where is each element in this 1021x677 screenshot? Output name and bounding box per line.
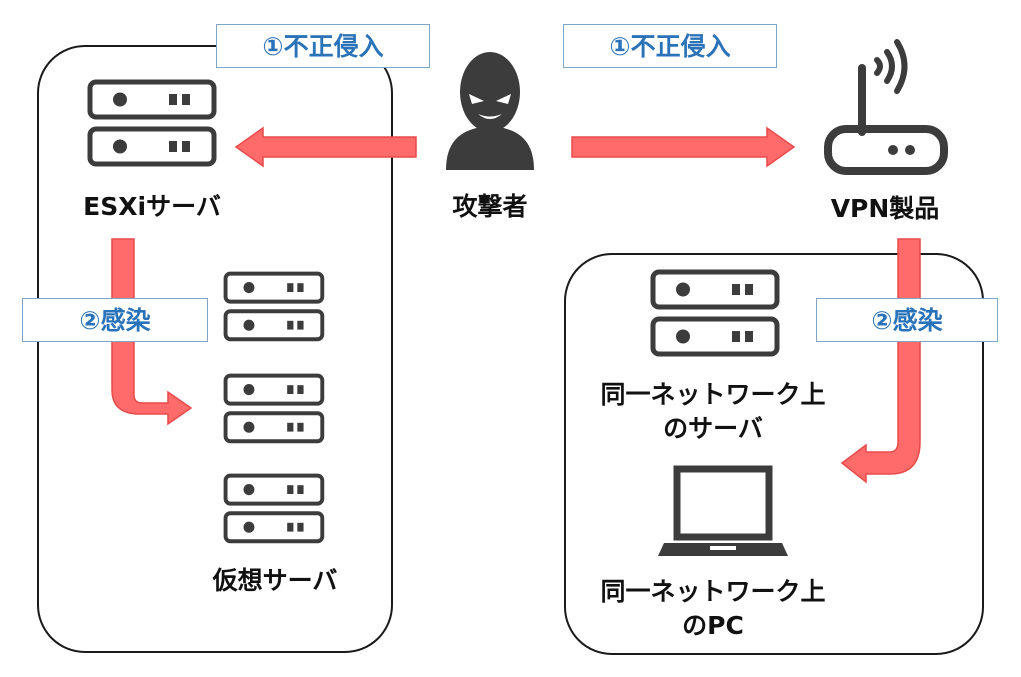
esxi-server-label: ESXiサーバ xyxy=(83,192,221,221)
router-icon xyxy=(824,39,948,175)
lan-server-label-line1: 同一ネットワーク上 xyxy=(600,380,826,409)
lan-pc-label: 同一ネットワーク上 のPC xyxy=(578,575,848,643)
virtual-server-icon xyxy=(226,376,323,442)
virtual-server-label: 仮想サーバ xyxy=(212,566,338,595)
hacker-icon xyxy=(446,52,534,170)
tag-intrusion-right: ①不正侵入 xyxy=(563,24,777,68)
arrow-intrusion-esxi xyxy=(234,126,417,168)
lan-pc-label-line2: のPC xyxy=(682,611,744,640)
attacker-label: 攻撃者 xyxy=(452,192,528,221)
esxi-server-icon xyxy=(90,82,214,164)
lan-server-label-line2: のサーバ xyxy=(663,414,763,443)
arrow-intrusion-vpn xyxy=(571,126,796,168)
arrow-infection-esxi xyxy=(111,238,193,426)
vpn-product-label: VPN製品 xyxy=(830,194,940,223)
lan-pc-label-line1: 同一ネットワーク上 xyxy=(600,577,826,606)
virtual-server-icon xyxy=(226,476,323,542)
tag-intrusion-left: ①不正侵入 xyxy=(216,24,430,68)
lan-server-icon xyxy=(653,272,777,354)
laptop-icon xyxy=(658,465,788,556)
virtual-server-icon xyxy=(226,274,323,340)
arrow-infection-lan xyxy=(840,238,921,484)
tag-infection-right: ②感染 xyxy=(816,298,998,342)
tag-infection-left: ②感染 xyxy=(22,298,208,342)
lan-server-label: 同一ネットワーク上 のサーバ xyxy=(578,378,848,446)
